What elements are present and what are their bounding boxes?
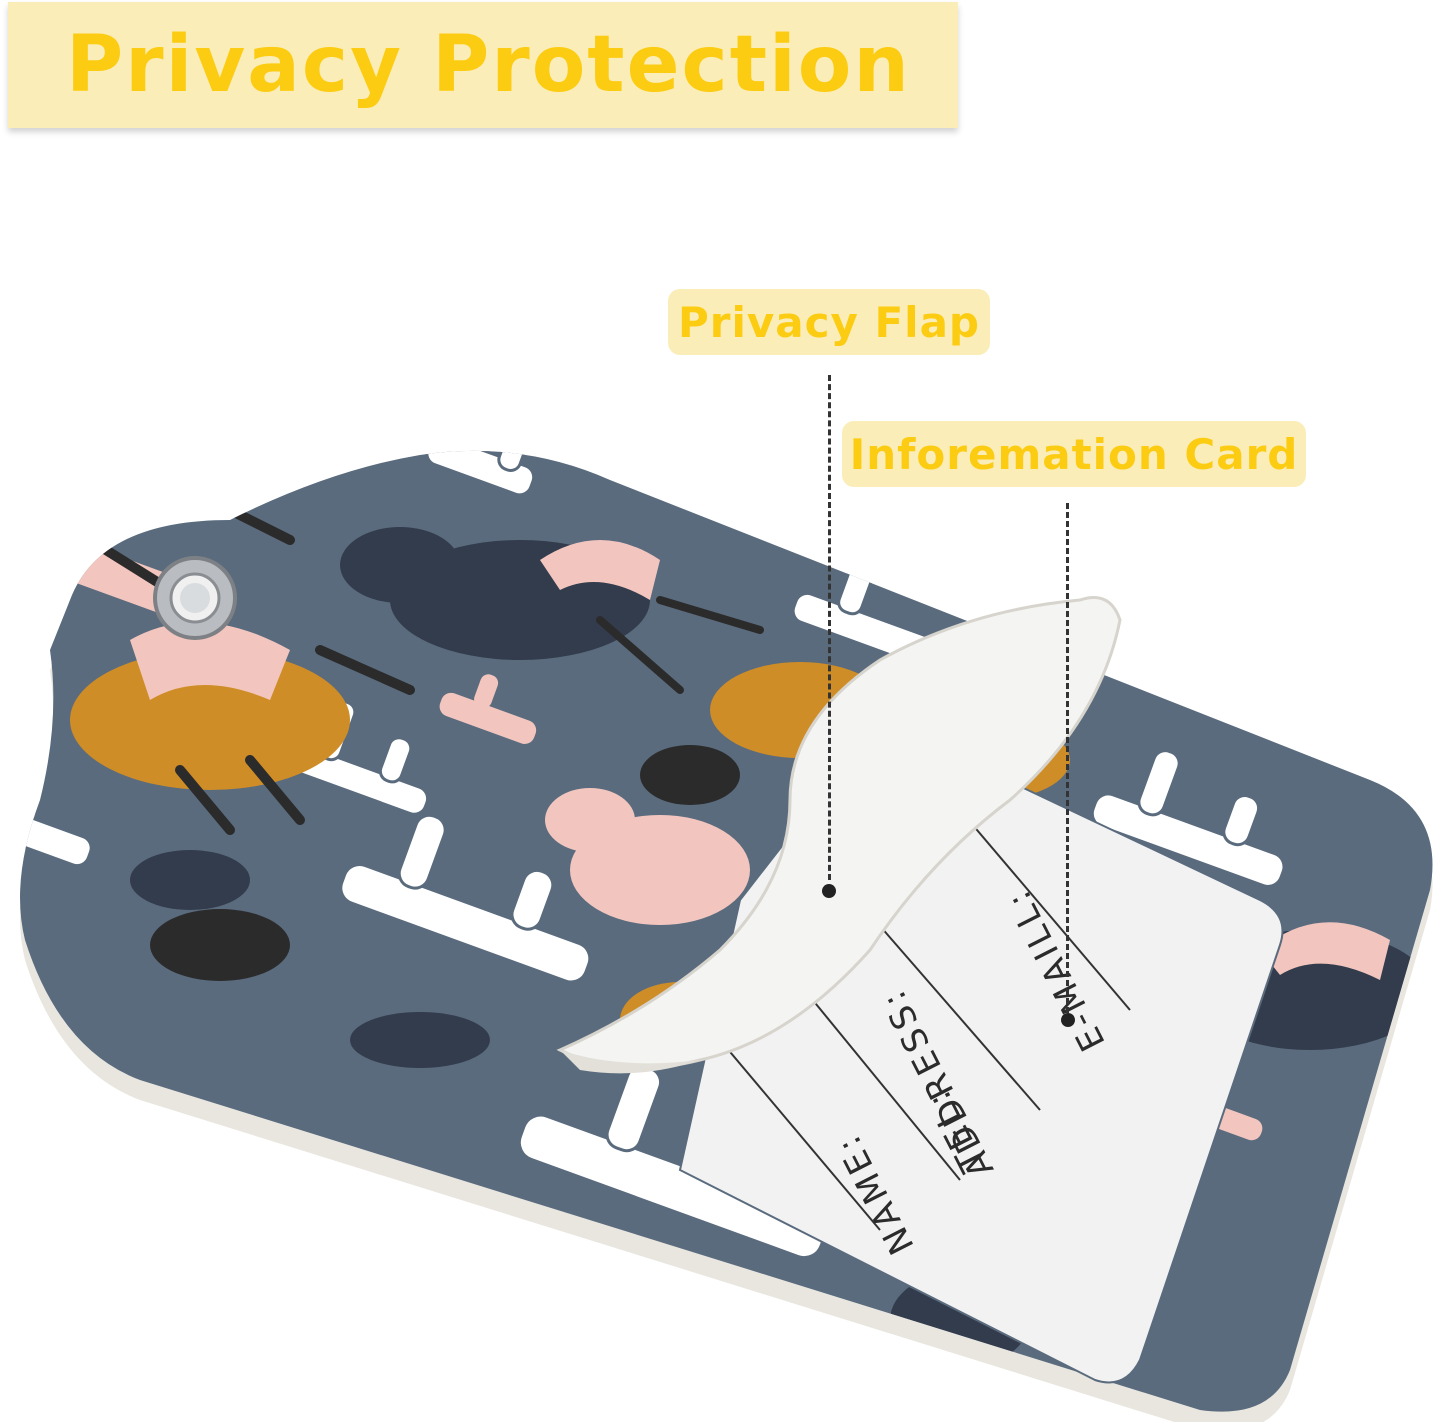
information-card-label: Inforemation Card bbox=[842, 421, 1306, 487]
privacy-flap-leader-line bbox=[828, 375, 831, 880]
cactus-icon bbox=[130, 745, 1030, 1368]
information-card-leader-line bbox=[1066, 503, 1069, 1013]
page-title: Privacy Protection bbox=[66, 20, 911, 110]
information-card-pointer-dot bbox=[1061, 1013, 1075, 1027]
privacy-flap-pointer-dot bbox=[822, 884, 836, 898]
title-banner: Privacy Protection bbox=[8, 2, 958, 128]
information-card-label-text: Inforemation Card bbox=[849, 429, 1299, 479]
privacy-flap-label: Privacy Flap bbox=[668, 289, 990, 355]
privacy-flap-label-text: Privacy Flap bbox=[677, 297, 980, 347]
grommet-icon bbox=[153, 556, 237, 640]
privacy-flap bbox=[556, 596, 1122, 1074]
